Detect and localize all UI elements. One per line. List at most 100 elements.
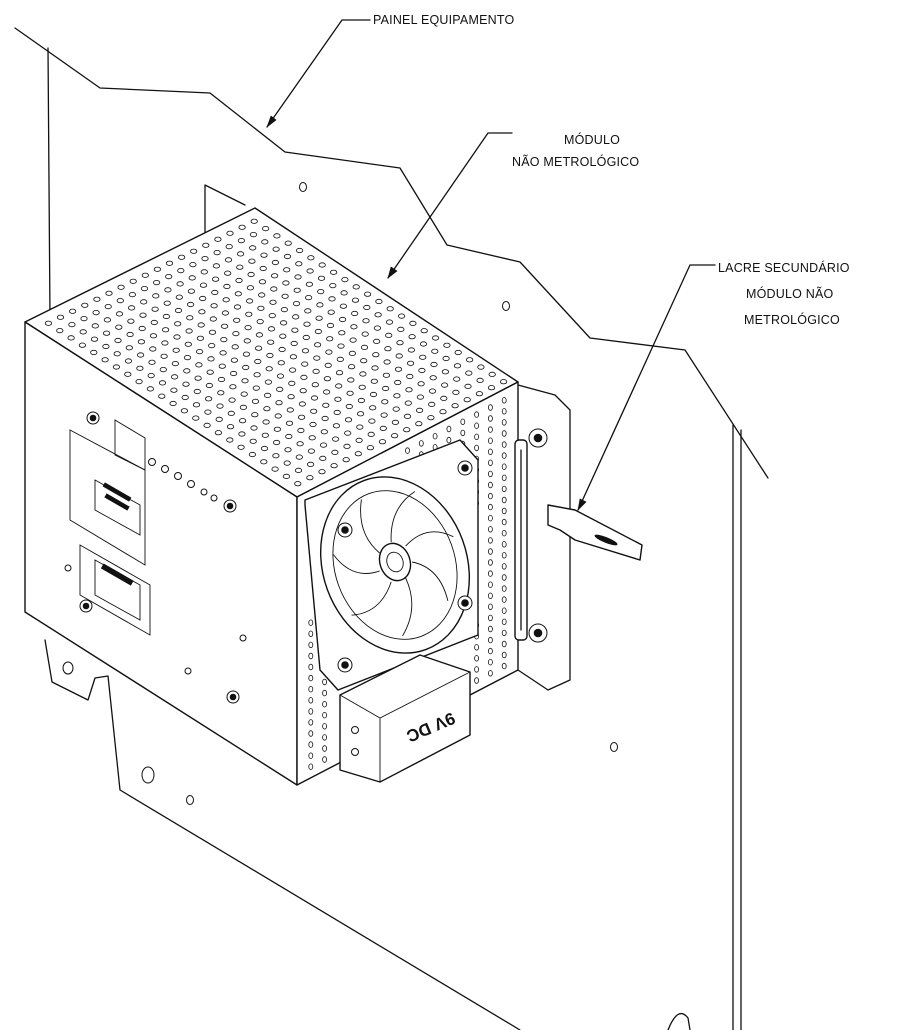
perforation-hole bbox=[327, 309, 335, 315]
perforation-hole bbox=[343, 443, 351, 449]
perforation-hole bbox=[260, 459, 268, 465]
perforation-hole bbox=[271, 466, 279, 472]
perforation-hole bbox=[487, 404, 493, 411]
perforation-hole bbox=[346, 390, 354, 396]
perforation-hole bbox=[261, 432, 269, 438]
perforation-hole bbox=[247, 271, 255, 278]
perforation-hole bbox=[395, 353, 403, 359]
perforation-hole bbox=[326, 322, 335, 329]
perforation-hole bbox=[369, 391, 378, 398]
perforation-hole bbox=[487, 492, 493, 500]
perforation-hole bbox=[248, 451, 256, 458]
perforation-hole bbox=[178, 254, 186, 260]
perforation-hole bbox=[233, 317, 241, 323]
perforation-hole bbox=[336, 356, 344, 362]
perforation-hole bbox=[342, 457, 350, 463]
perforation-hole bbox=[237, 251, 245, 257]
perforation-hole bbox=[311, 382, 319, 388]
perforation-hole bbox=[160, 353, 168, 359]
perforation-hole bbox=[331, 436, 340, 442]
perforation-hole bbox=[369, 405, 377, 411]
perforation-hole bbox=[196, 348, 204, 355]
perforation-hole bbox=[226, 424, 235, 430]
perforation-hole bbox=[263, 406, 271, 412]
non-metrological-module: 9V DC bbox=[24, 207, 643, 786]
perforation-hole bbox=[116, 297, 124, 304]
perforation-hole bbox=[501, 474, 507, 481]
panel-hole bbox=[610, 742, 618, 752]
perforation-hole bbox=[501, 419, 507, 426]
perforation-hole bbox=[208, 342, 216, 349]
perforation-hole bbox=[67, 335, 75, 341]
perforation-hole bbox=[204, 409, 212, 415]
perforation-hole bbox=[322, 723, 328, 730]
perforation-hole bbox=[306, 461, 315, 467]
perforation-hole bbox=[337, 343, 345, 349]
perforation-hole bbox=[199, 282, 208, 288]
perforation-hole bbox=[357, 397, 365, 404]
fan-blade bbox=[411, 561, 449, 602]
perforation-hole bbox=[224, 270, 232, 276]
perforation-hole bbox=[465, 370, 473, 376]
perforation-hole bbox=[308, 630, 314, 637]
perforation-hole bbox=[334, 396, 342, 402]
perforation-hole bbox=[259, 265, 267, 272]
perforation-hole bbox=[288, 367, 297, 373]
perforation-hole bbox=[366, 445, 374, 451]
panel-left-edge bbox=[47, 47, 51, 319]
perforation-hole bbox=[407, 347, 415, 353]
perforation-hole bbox=[280, 306, 288, 313]
perforation-hole bbox=[419, 354, 427, 360]
perforation-hole bbox=[428, 388, 437, 394]
perforation-hole bbox=[296, 441, 304, 447]
perforation-hole bbox=[272, 246, 280, 252]
perforation-hole bbox=[318, 469, 326, 475]
perforation-hole bbox=[322, 734, 328, 741]
perforation-hole bbox=[362, 318, 370, 324]
perforation-hole bbox=[322, 756, 328, 763]
perforation-hole bbox=[501, 651, 507, 659]
perforation-hole bbox=[117, 284, 125, 290]
perforation-hole bbox=[487, 385, 496, 391]
perforation-hole bbox=[162, 313, 170, 320]
perforation-hole bbox=[276, 373, 285, 379]
perforation-hole bbox=[79, 329, 87, 335]
perforation-hole bbox=[187, 301, 195, 308]
perforation-hole bbox=[185, 328, 193, 334]
perforation-hole bbox=[383, 359, 391, 365]
right-bracket bbox=[517, 384, 571, 691]
perforation-hole bbox=[363, 291, 372, 297]
perforation-hole bbox=[341, 276, 349, 283]
perforation-hole bbox=[186, 315, 194, 321]
perforation-hole bbox=[487, 603, 493, 610]
perforation-hole bbox=[356, 411, 365, 417]
perforation-hole bbox=[475, 391, 483, 397]
perforation-hole bbox=[103, 317, 112, 323]
perforation-hole bbox=[370, 378, 378, 384]
perforation-hole bbox=[487, 515, 493, 522]
perforation-hole bbox=[487, 503, 493, 511]
perforation-hole bbox=[310, 395, 319, 401]
perforation-hole bbox=[115, 311, 124, 317]
perforation-hole bbox=[275, 400, 283, 406]
perforation-hole bbox=[239, 418, 247, 424]
perforation-hole bbox=[477, 364, 485, 370]
perforation-hole bbox=[501, 585, 507, 592]
label-seal-line1: LACRE SECUNDÁRIO bbox=[718, 260, 850, 275]
perforation-hole bbox=[390, 433, 399, 439]
perforation-hole bbox=[284, 240, 292, 246]
perforation-hole bbox=[338, 330, 346, 336]
perforation-hole bbox=[101, 357, 109, 363]
perforation-hole bbox=[68, 321, 76, 328]
perforation-hole bbox=[188, 275, 196, 281]
perforation-hole bbox=[181, 394, 189, 401]
perforation-hole bbox=[443, 342, 451, 348]
perforation-hole bbox=[303, 321, 311, 327]
perforation-hole bbox=[301, 361, 309, 367]
perforation-hole bbox=[487, 581, 493, 588]
perforation-hole bbox=[212, 263, 220, 269]
perforation-hole bbox=[202, 242, 210, 248]
perforation-hole bbox=[322, 689, 328, 697]
perforation-hole bbox=[230, 370, 238, 377]
perforation-hole bbox=[328, 296, 336, 302]
